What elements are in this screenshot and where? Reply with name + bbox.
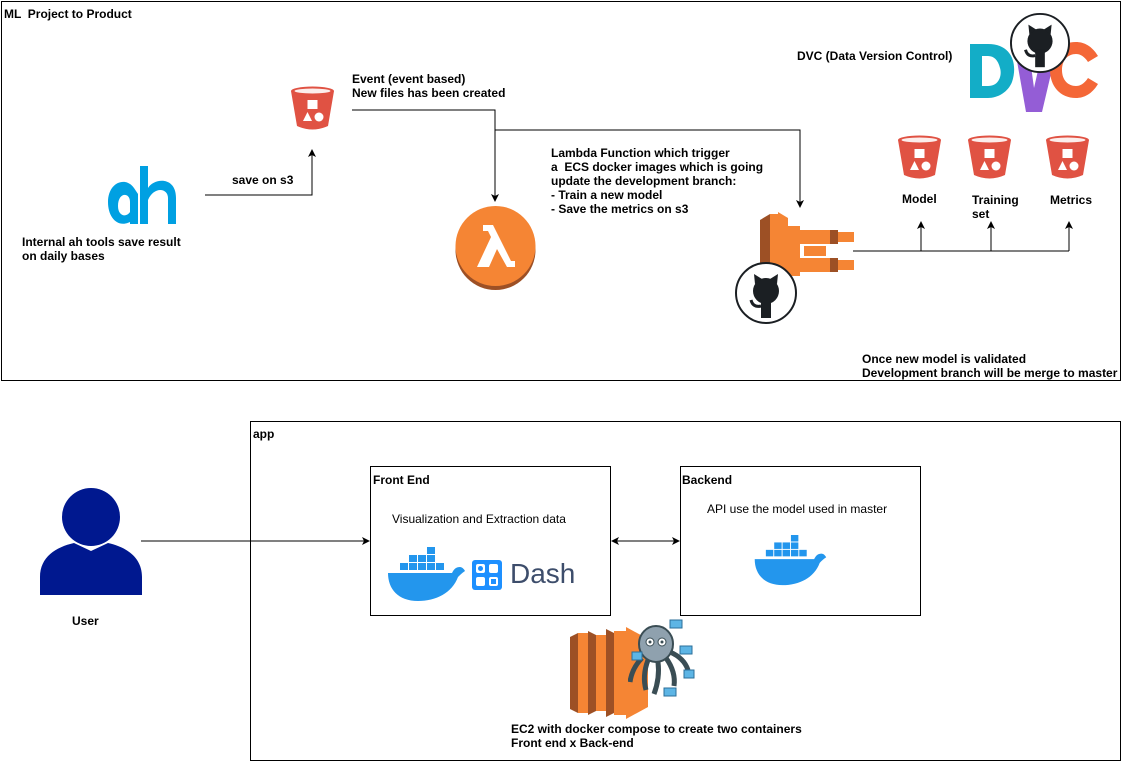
connector-to-ecs [495, 129, 804, 208]
backend-box [680, 466, 921, 616]
frontend-title: Front End [373, 473, 430, 487]
github-dvc-icon [1010, 13, 1070, 73]
model-bucket-icon [898, 135, 941, 179]
github-ecs-icon [735, 262, 797, 324]
user-label: User [72, 614, 99, 628]
docker-compose-icon [628, 619, 695, 697]
ec2-label: EC2 with docker compose to create two co… [511, 722, 802, 750]
backend-title: Backend [682, 473, 733, 487]
bucket-label-metrics: Metrics [1050, 193, 1093, 207]
metrics-bucket-icon [1046, 135, 1089, 179]
ml-section-title: ML Project to Product [4, 7, 132, 21]
save-label: save on s3 [232, 173, 294, 187]
user-icon [40, 488, 142, 595]
ml-project-frame [1, 1, 1121, 381]
event-label: Event (event based) New files has been c… [352, 72, 506, 100]
training-set-bucket-icon [968, 135, 1011, 179]
backend-description: API use the model used in master [707, 502, 888, 516]
bucket-label-model: Model [902, 192, 937, 206]
lambda-label: Lambda Function which trigger a ECS dock… [551, 146, 764, 216]
connector-ah-to-s3 [205, 149, 316, 196]
lambda-icon [455, 206, 536, 290]
frontend-description: Visualization and Extraction data [392, 512, 566, 526]
dash-logo-icon [472, 560, 502, 590]
connector-event-to-lambda [352, 109, 499, 202]
docker-backend-icon [754, 535, 827, 586]
dash-logo-text: Dash [510, 558, 576, 589]
dvc-label: DVC (Data Version Control) [797, 49, 953, 63]
merge-note: Once new model is validated Development … [862, 352, 1118, 380]
source-label: Internal ah tools save result on daily b… [22, 235, 181, 263]
docker-frontend-icon [388, 547, 465, 601]
s3-bucket-icon [291, 86, 334, 130]
ah-logo-icon [108, 166, 176, 224]
app-section-title: app [253, 427, 275, 441]
bucket-label-training: Training set [972, 193, 1019, 221]
